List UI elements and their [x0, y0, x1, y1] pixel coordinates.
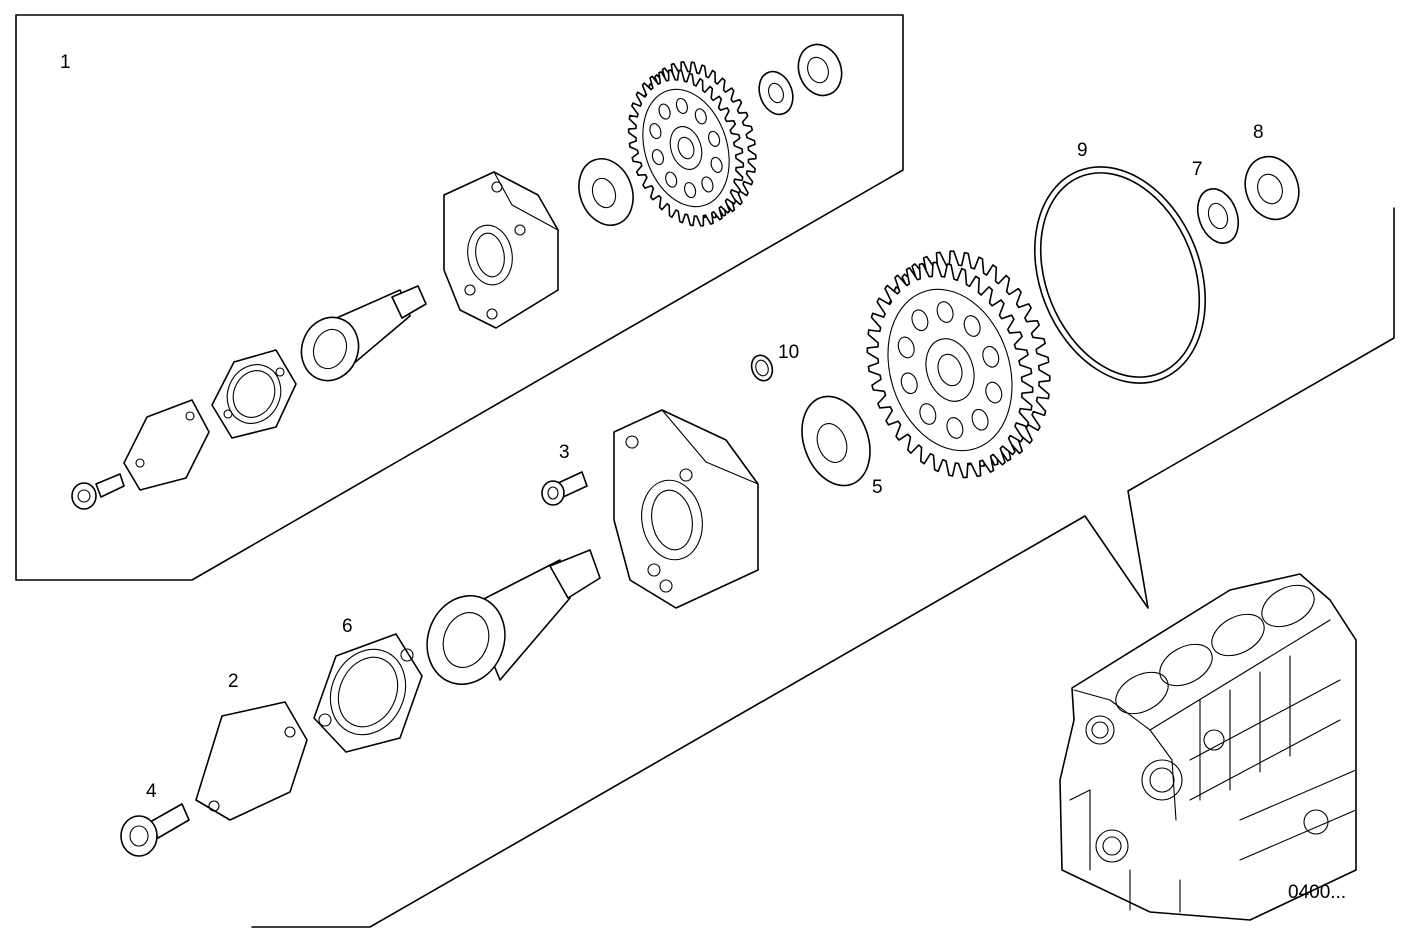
kit-frame — [15, 14, 904, 581]
kit-gasket — [211, 349, 297, 439]
bolt-item-3 — [541, 471, 588, 506]
nut-item-8 — [1244, 155, 1300, 221]
callout-2: 2 — [228, 671, 239, 692]
callout-5: 5 — [872, 477, 883, 498]
bracket-housing — [613, 409, 759, 609]
kit-washer — [758, 70, 794, 116]
callout-9: 9 — [1077, 140, 1088, 161]
thrust-washer-item-5 — [801, 395, 871, 487]
kit-gear — [627, 61, 757, 227]
callout-1: 1 — [60, 52, 71, 73]
washer-item-7 — [1196, 188, 1240, 244]
gasket-item-6 — [313, 633, 423, 753]
cover-plate-item-2 — [195, 701, 308, 821]
bolt-item-4 — [120, 803, 190, 857]
kit-bolt — [71, 473, 125, 510]
callout-6: 6 — [342, 616, 353, 637]
kit-thrust-washer — [578, 158, 634, 226]
callout-4: 4 — [146, 781, 157, 802]
idler-gear — [866, 250, 1051, 479]
callout-3: 3 — [559, 442, 570, 463]
callout-10: 10 — [778, 342, 799, 363]
kit-nut — [797, 43, 843, 97]
snap-ring-item-10 — [750, 354, 774, 382]
engine-block-illustration — [1059, 573, 1357, 921]
figure-code: 0400... — [1288, 882, 1346, 903]
o-ring-item-9 — [1033, 166, 1207, 384]
shaft — [426, 549, 601, 686]
kit-cover-plate — [123, 399, 210, 491]
kit-bracket — [443, 171, 559, 329]
kit-shaft — [300, 285, 427, 382]
callout-bubble-frame — [251, 207, 1395, 928]
callout-7: 7 — [1192, 159, 1203, 180]
callout-8: 8 — [1253, 122, 1264, 143]
